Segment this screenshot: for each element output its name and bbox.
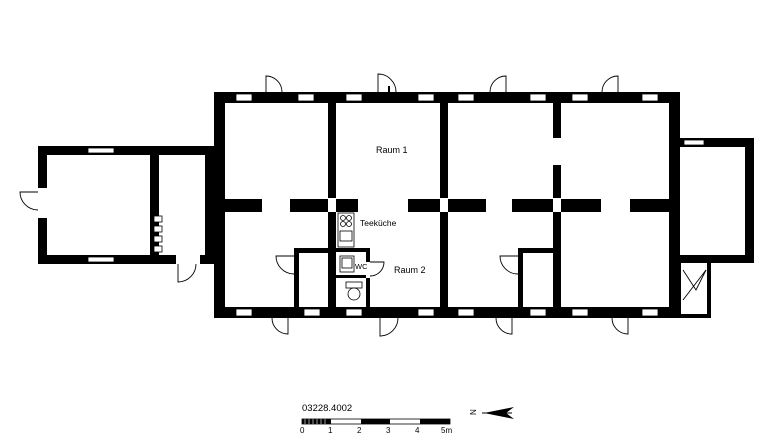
door-swing	[271, 317, 289, 335]
north-arrow-icon	[482, 407, 514, 419]
door-swing	[265, 75, 283, 93]
door-swing	[601, 75, 619, 93]
door-swing	[499, 255, 519, 275]
scale-tick: 3	[386, 426, 391, 433]
entrance-arrow-icon	[384, 86, 394, 101]
door-swing	[369, 261, 385, 277]
door-swing	[495, 317, 513, 335]
left-annex-walls	[38, 146, 214, 264]
door-swing	[377, 73, 397, 93]
room-label-wc: WC	[355, 262, 368, 271]
door-swing	[19, 191, 39, 211]
room-label-raum1: Raum 1	[376, 145, 408, 155]
door-swing	[611, 317, 629, 335]
stair-steps	[153, 215, 163, 253]
scale-tick: 0	[300, 426, 305, 433]
room-label-raum2: Raum 2	[394, 265, 426, 275]
scale-ticks: 0 1 2 3 4 5m	[300, 426, 452, 433]
plan-id: 03228.4002	[302, 403, 352, 414]
windows	[87, 93, 705, 317]
doors	[19, 73, 707, 337]
north-label: N	[469, 409, 478, 415]
kitchen-fixtures	[337, 212, 355, 248]
scale-tick: 1	[328, 426, 333, 433]
door-swing	[177, 263, 197, 283]
door-swing	[275, 255, 295, 275]
door-swing	[489, 75, 507, 93]
wc-fixtures	[339, 255, 363, 301]
main-building-walls	[214, 92, 680, 318]
scale-bar	[301, 418, 451, 425]
scale-tick: 4	[415, 426, 420, 433]
scale-tick: 5m	[441, 426, 452, 433]
right-annex-walls	[677, 138, 754, 318]
door-swing	[682, 269, 707, 301]
door-swing	[682, 269, 707, 291]
room-label-teekueche: Teeküche	[360, 218, 397, 228]
scale-tick: 2	[357, 426, 362, 433]
door-swing	[379, 317, 399, 337]
